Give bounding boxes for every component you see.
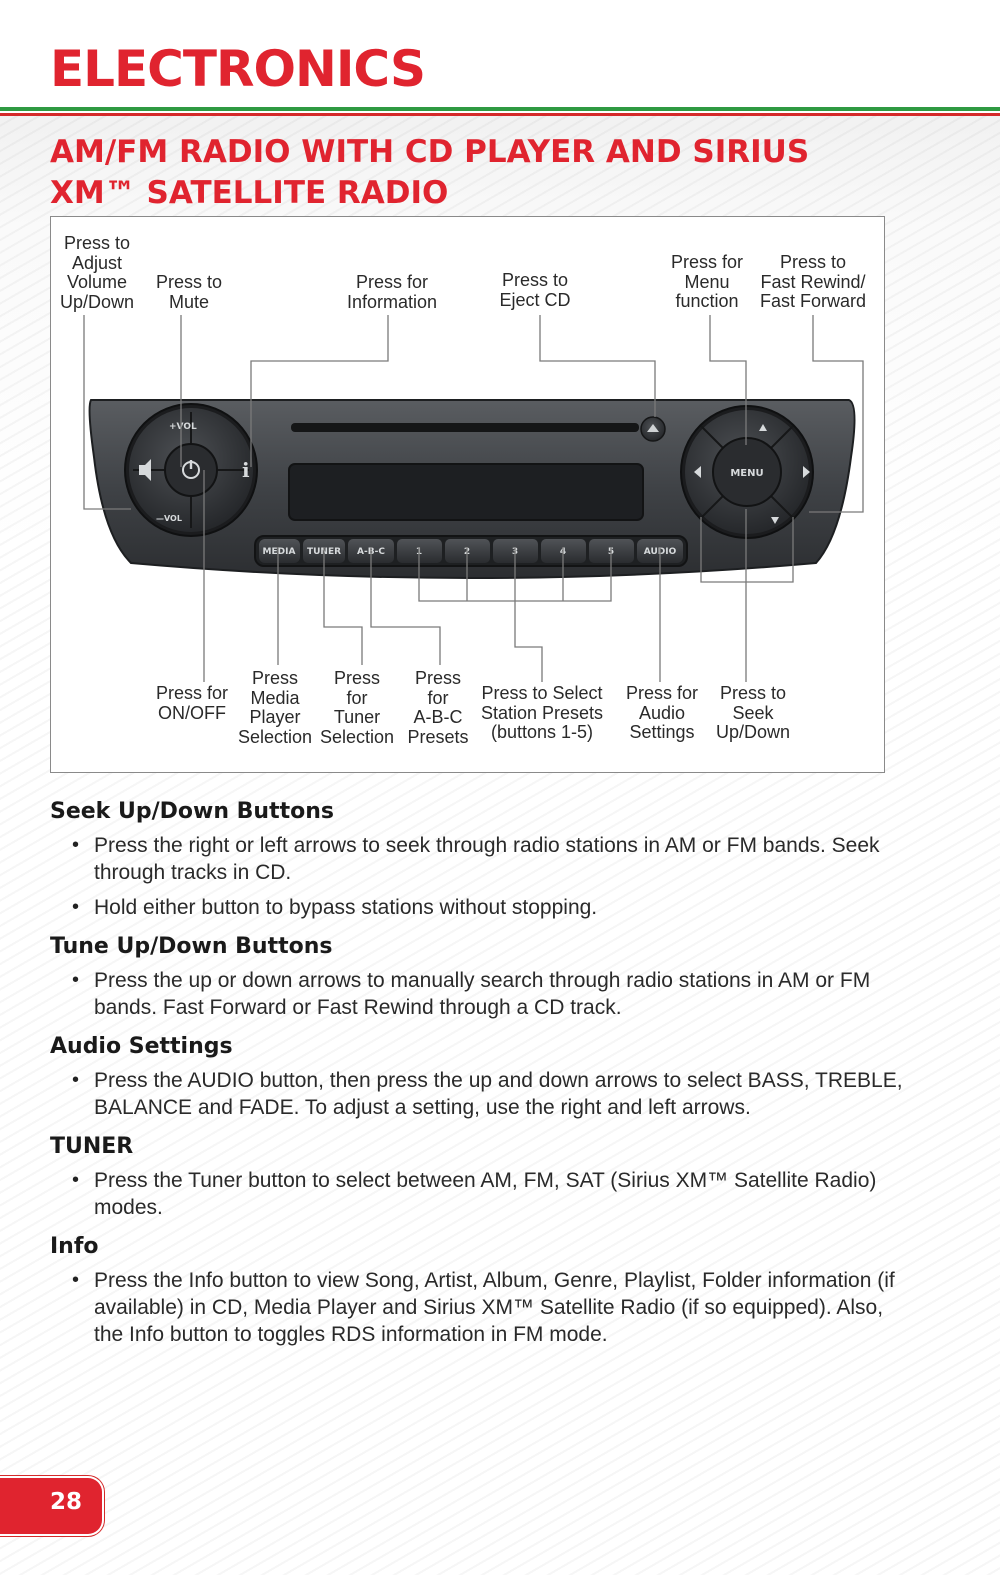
power-button — [164, 443, 218, 497]
list-item: Press the right or left arrows to seek t… — [50, 832, 910, 886]
tune-up-arrow — [759, 424, 767, 431]
tuner-list: Press the Tuner button to select between… — [50, 1167, 910, 1221]
seek-list: Press the right or left arrows to seek t… — [50, 832, 910, 921]
menu-button — [712, 437, 782, 507]
audio-list: Press the AUDIO button, then press the u… — [50, 1067, 910, 1121]
page-number: 28 — [50, 1489, 83, 1515]
tuner-heading: TUNER — [50, 1134, 134, 1159]
header-rule-red — [0, 113, 1000, 116]
radio-diagram: +VOL —VOL i MENU — [50, 216, 885, 773]
display-window — [288, 463, 644, 521]
list-item: Press the up or down arrows to manually … — [50, 967, 910, 1021]
tune-list: Press the up or down arrows to manually … — [50, 967, 910, 1021]
menu-control-cluster[interactable]: MENU — [680, 405, 814, 539]
instructions: Seek Up/Down Buttons Press the right or … — [50, 798, 910, 1360]
list-item: Press the Tuner button to select between… — [50, 1167, 910, 1221]
audio-heading: Audio Settings — [50, 1034, 233, 1059]
info-heading: Info — [50, 1234, 99, 1259]
list-item: Press the AUDIO button, then press the u… — [50, 1067, 910, 1121]
radio-illustration: +VOL —VOL i MENU — [83, 315, 864, 682]
cd-slot — [291, 423, 639, 432]
vol-down-label: —VOL — [156, 514, 182, 523]
mute-icon — [139, 459, 151, 481]
seek-left-arrow — [694, 466, 701, 478]
page-title-line-1: AM/FM RADIO WITH CD PLAYER AND SIRIUS — [50, 134, 810, 170]
leader-lines — [83, 315, 864, 682]
vol-up-label: +VOL — [169, 422, 197, 432]
header-rule-green — [0, 107, 1000, 111]
eject-button[interactable] — [640, 416, 666, 442]
seek-heading: Seek Up/Down Buttons — [50, 799, 334, 824]
tune-down-arrow — [771, 517, 779, 524]
media-button — [259, 539, 300, 563]
page-title: AM/FM RADIO WITH CD PLAYER AND SIRIUS XM… — [50, 132, 950, 214]
page-number-tab — [0, 1478, 102, 1534]
list-item: Hold either button to bypass stations wi… — [50, 894, 910, 921]
media-button-label: MEDIA — [263, 547, 296, 557]
header-rule-white — [0, 111, 1000, 113]
seek-right-arrow — [803, 466, 810, 478]
volume-control-cluster[interactable]: +VOL —VOL i — [124, 403, 258, 537]
tune-heading: Tune Up/Down Buttons — [50, 934, 333, 959]
button-strip: MEDIA TUNER A-B-C 1 2 3 4 5 AUDIO — [254, 535, 688, 567]
menu-button-label: MENU — [730, 468, 763, 479]
info-list: Press the Info button to view Song, Arti… — [50, 1267, 910, 1348]
list-item: Press the Info button to view Song, Arti… — [50, 1267, 910, 1348]
page-title-line-2: XM™ SATELLITE RADIO — [50, 175, 449, 211]
info-button-label: i — [242, 458, 250, 482]
section-title: ELECTRONICS — [50, 40, 426, 98]
